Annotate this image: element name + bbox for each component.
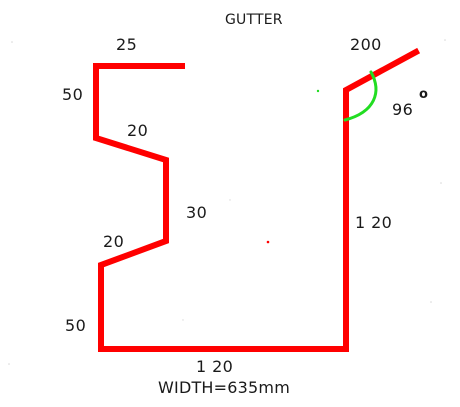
gutter-profile-line bbox=[93, 47, 421, 352]
stray-red-dot bbox=[266, 240, 270, 244]
dimension-upper-diagonal: 20 bbox=[127, 121, 148, 140]
dimension-right-vertical: 1 20 bbox=[355, 213, 392, 232]
angle-value: 96 bbox=[392, 100, 413, 119]
angle-degree-symbol: o bbox=[419, 87, 428, 102]
angle-arc bbox=[343, 70, 378, 122]
scan-specks bbox=[8, 39, 446, 365]
stray-green-dot bbox=[316, 89, 320, 93]
dimension-top-return: 25 bbox=[116, 35, 137, 54]
dimension-lower-diagonal: 20 bbox=[103, 232, 124, 251]
dimension-top-flange: 200 bbox=[350, 35, 382, 54]
dimension-base: 1 20 bbox=[196, 357, 233, 376]
dimension-left-lower-vertical: 50 bbox=[65, 316, 86, 335]
diagram-title: GUTTER bbox=[225, 12, 283, 28]
dimension-middle-vertical: 30 bbox=[186, 203, 207, 222]
width-label: WIDTH=635mm bbox=[158, 378, 290, 397]
dimension-left-upper-vertical: 50 bbox=[62, 85, 83, 104]
